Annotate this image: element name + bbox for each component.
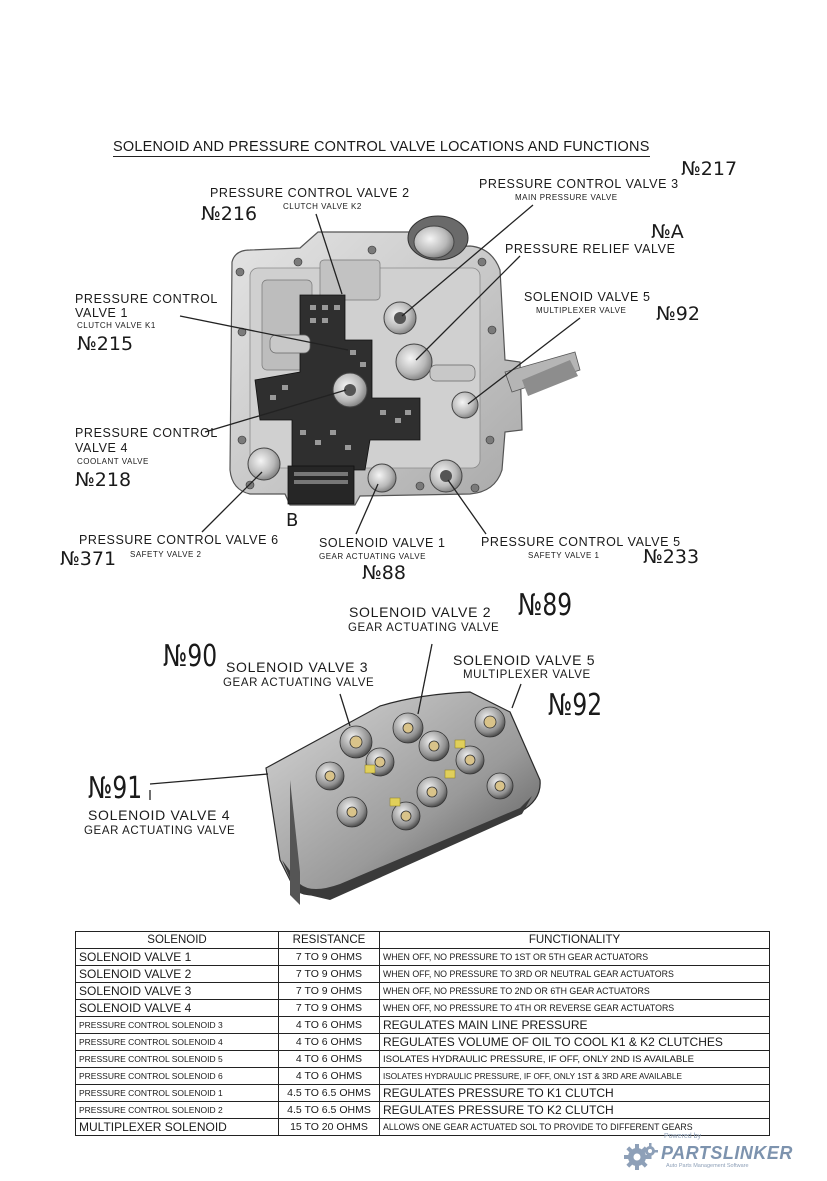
cell-function: WHEN OFF, NO PRESSURE TO 2ND OR 6TH GEAR… (379, 982, 770, 1000)
part-number-90: №90 (163, 639, 218, 674)
cell-function: REGULATES VOLUME OF OIL TO COOL K1 & K2 … (379, 1033, 770, 1051)
cell-name: SOLENOID VALVE 3 (75, 982, 279, 1000)
part-number-91: №91 (88, 771, 143, 806)
label-pcv6: PRESSURE CONTROL VALVE 6 (79, 533, 279, 547)
cell-function: ISOLATES HYDRAULIC PRESSURE, IF OFF, ONL… (379, 1067, 770, 1085)
top-leader-lines (179, 204, 581, 535)
cell-resistance: 7 TO 9 OHMS (278, 999, 380, 1017)
label-pcv3-sub: MAIN PRESSURE VALVE (515, 193, 618, 202)
label-pcv4-sub: COOLANT VALVE (77, 457, 149, 466)
label-sv2-sub: GEAR ACTUATING VALVE (348, 622, 500, 634)
table-header-row: SOLENOID RESISTANCE FUNCTIONALITY (75, 931, 770, 949)
cell-resistance: 4 TO 6 OHMS (278, 1033, 380, 1051)
table-row: PRESSURE CONTROL SOLENOID 6 4 TO 6 OHMS … (75, 1067, 770, 1085)
cell-function: REGULATES PRESSURE TO K2 CLUTCH (379, 1101, 770, 1119)
cell-name: PRESSURE CONTROL SOLENOID 4 (75, 1033, 279, 1051)
label-pcv1-line2: VALVE 1 (75, 306, 129, 320)
watermark-brand: PARTSLINKER (661, 1143, 793, 1163)
diagram-heading: SOLENOID AND PRESSURE CONTROL VALVE LOCA… (113, 139, 650, 157)
table-row: PRESSURE CONTROL SOLENOID 3 4 TO 6 OHMS … (75, 1016, 770, 1034)
part-number-218: №218 (75, 469, 132, 491)
cell-name: PRESSURE CONTROL SOLENOID 6 (75, 1067, 279, 1085)
table-row: PRESSURE CONTROL SOLENOID 5 4 TO 6 OHMS … (75, 1050, 770, 1068)
cell-name: MULTIPLEXER SOLENOID (75, 1118, 279, 1136)
cell-name: PRESSURE CONTROL SOLENOID 2 (75, 1101, 279, 1119)
table-row: SOLENOID VALVE 2 7 TO 9 OHMS WHEN OFF, N… (75, 965, 770, 983)
cell-function: WHEN OFF, NO PRESSURE TO 3RD OR NEUTRAL … (379, 965, 770, 983)
cell-name: PRESSURE CONTROL SOLENOID 5 (75, 1050, 279, 1068)
cell-function: ALLOWS ONE GEAR ACTUATED SOL TO PROVIDE … (379, 1118, 770, 1136)
table-row: PRESSURE CONTROL SOLENOID 2 4.5 TO 6.5 O… (75, 1101, 770, 1119)
label-sv4-sub: GEAR ACTUATING VALVE (84, 825, 236, 837)
table-row: PRESSURE CONTROL SOLENOID 1 4.5 TO 6.5 O… (75, 1084, 770, 1102)
cell-name: PRESSURE CONTROL SOLENOID 3 (75, 1016, 279, 1034)
cell-name: SOLENOID VALVE 4 (75, 999, 279, 1017)
table-row: PRESSURE CONTROL SOLENOID 4 4 TO 6 OHMS … (75, 1033, 770, 1051)
label-sv3-sub: GEAR ACTUATING VALVE (223, 677, 375, 689)
cell-function: WHEN OFF, NO PRESSURE TO 4TH OR REVERSE … (379, 999, 770, 1017)
cell-function: REGULATES MAIN LINE PRESSURE (379, 1016, 770, 1034)
label-pcv1-sub: CLUTCH VALVE K1 (77, 321, 156, 330)
label-pcv2: PRESSURE CONTROL VALVE 2 (210, 186, 410, 200)
watermark-tagline: Auto Parts Management Software (666, 1163, 749, 1169)
label-pcv6-sub: SAFETY VALVE 2 (130, 550, 202, 559)
header-resistance: RESISTANCE (278, 931, 380, 949)
header-functionality: FUNCTIONALITY (379, 931, 770, 949)
part-number-88: №88 (362, 562, 406, 584)
cell-resistance: 4.5 TO 6.5 OHMS (278, 1101, 380, 1119)
label-pcv1-line1: PRESSURE CONTROL (75, 292, 218, 306)
cell-name: SOLENOID VALVE 1 (75, 948, 279, 966)
cell-resistance: 7 TO 9 OHMS (278, 948, 380, 966)
part-number-371: №371 (60, 548, 117, 570)
part-number-216: №216 (201, 203, 258, 225)
label-pcv4-line1: PRESSURE CONTROL (75, 426, 218, 440)
table-row: MULTIPLEXER SOLENOID 15 TO 20 OHMS ALLOW… (75, 1118, 770, 1136)
cell-function: REGULATES PRESSURE TO K1 CLUTCH (379, 1084, 770, 1102)
header-solenoid: SOLENOID (75, 931, 279, 949)
label-sv5-bottom: SOLENOID VALVE 5 (453, 652, 596, 668)
label-pcv5-sub: SAFETY VALVE 1 (528, 551, 600, 560)
label-sv2: SOLENOID VALVE 2 (349, 604, 492, 620)
label-sv5-top: SOLENOID VALVE 5 (524, 290, 651, 304)
cell-resistance: 4 TO 6 OHMS (278, 1016, 380, 1034)
cell-resistance: 15 TO 20 OHMS (278, 1118, 380, 1136)
cell-function: ISOLATES HYDRAULIC PRESSURE, IF OFF, ONL… (379, 1050, 770, 1068)
part-number-89: №89 (518, 588, 573, 623)
cell-function: WHEN OFF, NO PRESSURE TO 1ST OR 5TH GEAR… (379, 948, 770, 966)
cell-resistance: 4 TO 6 OHMS (278, 1050, 380, 1068)
cell-name: PRESSURE CONTROL SOLENOID 1 (75, 1084, 279, 1102)
cell-resistance: 4.5 TO 6.5 OHMS (278, 1084, 380, 1102)
table-row: SOLENOID VALVE 3 7 TO 9 OHMS WHEN OFF, N… (75, 982, 770, 1000)
label-sv5-bottom-sub: MULTIPLEXER VALVE (463, 669, 591, 681)
cell-name: SOLENOID VALVE 2 (75, 965, 279, 983)
part-number-233: №233 (643, 546, 700, 568)
label-sv3: SOLENOID VALVE 3 (226, 659, 369, 675)
solenoid-resistance-table: SOLENOID RESISTANCE FUNCTIONALITY SOLENO… (75, 931, 770, 1136)
label-pcv4-line2: VALVE 4 (75, 441, 129, 455)
part-number-215: №215 (77, 333, 134, 355)
label-sv5-top-sub: MULTIPLEXER VALVE (536, 306, 627, 315)
part-number-a: №A (651, 221, 684, 243)
label-pressure-relief: PRESSURE RELIEF VALVE (505, 242, 676, 256)
cell-resistance: 7 TO 9 OHMS (278, 965, 380, 983)
table-row: SOLENOID VALVE 1 7 TO 9 OHMS WHEN OFF, N… (75, 948, 770, 966)
label-pcv5: PRESSURE CONTROL VALVE 5 (481, 535, 681, 549)
table-row: SOLENOID VALVE 4 7 TO 9 OHMS WHEN OFF, N… (75, 999, 770, 1017)
cell-resistance: 4 TO 6 OHMS (278, 1067, 380, 1085)
label-pcv2-sub: CLUTCH VALVE K2 (283, 202, 362, 211)
watermark-powered: Powered by (664, 1133, 701, 1140)
label-connector-b: B (286, 510, 299, 531)
part-number-92-top: №92 (656, 303, 700, 325)
label-sv1: SOLENOID VALVE 1 (319, 536, 446, 550)
part-number-217: №217 (681, 158, 738, 180)
cell-resistance: 7 TO 9 OHMS (278, 982, 380, 1000)
connector-b (287, 465, 355, 505)
label-sv1-sub: GEAR ACTUATING VALVE (319, 552, 426, 561)
label-pcv3: PRESSURE CONTROL VALVE 3 (479, 177, 679, 191)
partslinker-gear-icon (624, 1143, 658, 1170)
label-sv4: SOLENOID VALVE 4 (88, 807, 231, 823)
part-number-92-bottom: №92 (548, 688, 603, 723)
